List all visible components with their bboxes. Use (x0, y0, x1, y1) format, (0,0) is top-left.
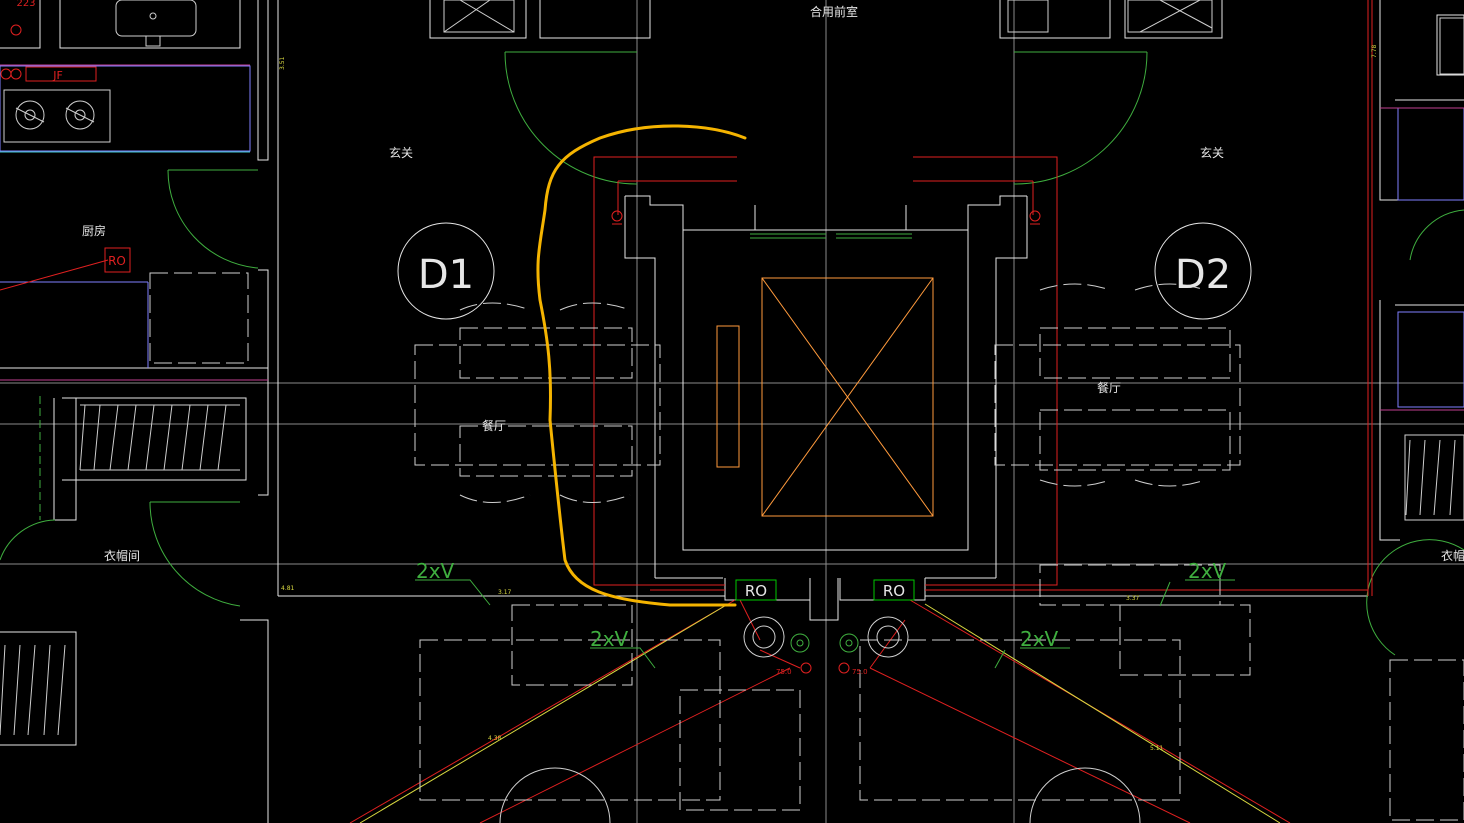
room-label-entry-left: 玄关 (389, 146, 414, 160)
sink-icon (115, 0, 197, 47)
socket-icon (0, 24, 1041, 674)
door-swings (0, 51, 1464, 656)
dim-7: 5.11 (1150, 745, 1164, 752)
dim-8: 75.0 (776, 668, 792, 676)
tag-ro-bottom-right: RO (883, 582, 905, 600)
room-label-shared-lobby: 合用前室 (810, 5, 859, 19)
room-label-entry-right: 玄关 (1200, 146, 1225, 160)
tag-top-left: 223 (16, 0, 35, 9)
cable-label-3: 2xV (1188, 559, 1227, 583)
electrical-wiring (0, 0, 1373, 823)
room-label-cloakroom-left: 衣帽间 (104, 549, 141, 563)
cable-label-2: 2xV (590, 627, 629, 651)
tag-jf: JF (52, 69, 63, 82)
dining-chair-icon (149, 272, 1464, 821)
tag-ro-bottom-left: RO (745, 582, 767, 600)
bathroom-fixtures (499, 616, 1141, 823)
dim-3: 3.17 (498, 589, 512, 596)
dim-1: 3.51 (279, 56, 286, 70)
ro-tags (25, 66, 915, 601)
cabinets (0, 65, 1464, 408)
wardrobe-hangers-icon (0, 404, 1464, 736)
feed-wire (359, 603, 1281, 823)
room-label-dining-right: 餐厅 (1097, 381, 1122, 395)
room-label-dining-left: 餐厅 (482, 419, 507, 433)
meter-icon (790, 633, 859, 653)
fixtures-top (443, 0, 1464, 75)
cable-leaders (415, 579, 1235, 669)
elevator-shaft-icon (716, 277, 934, 517)
dim-2: 7.78 (1371, 44, 1378, 58)
tag-ro-kitchen: RO (108, 254, 126, 268)
marker-d1-label: D1 (418, 252, 474, 298)
stove-burner-icon (3, 89, 111, 143)
marker-d2: D2 (1154, 222, 1252, 320)
room-label-cloakroom-right: 衣帽间 (1441, 549, 1464, 563)
room-label-kitchen: 厨房 (82, 224, 107, 238)
dim-4: 3.37 (1126, 595, 1140, 602)
dim-5: 4.81 (281, 585, 295, 592)
cable-label-4: 2xV (1020, 627, 1059, 651)
marker-d2-label: D2 (1175, 252, 1231, 298)
cable-label-1: 2xV (416, 559, 455, 583)
marker-d1: D1 (397, 222, 495, 320)
highlight-annotation-curve (536, 124, 747, 607)
dim-6: 4.38 (488, 735, 502, 742)
dim-9: 75.0 (852, 668, 868, 676)
magenta-lines (0, 64, 1464, 411)
